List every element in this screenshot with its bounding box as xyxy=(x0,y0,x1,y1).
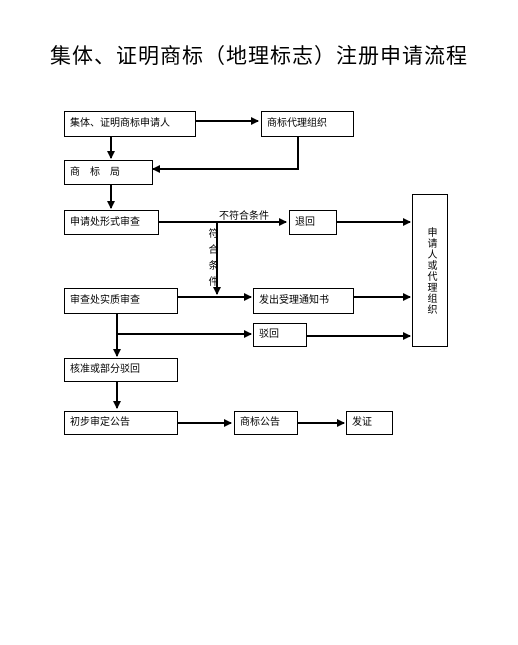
node-return: 退回 xyxy=(289,210,337,235)
node-certificate: 发证 xyxy=(346,411,393,435)
node-preliminary-announcement-label: 初步审定公告 xyxy=(70,417,130,428)
node-certificate-label: 发证 xyxy=(352,417,372,428)
node-substantive-exam: 审查处实质审查 xyxy=(64,288,178,314)
node-applicant-label: 集体、证明商标申请人 xyxy=(70,118,170,129)
page-title: 集体、证明商标（地理标志）注册申请流程 xyxy=(50,44,468,68)
node-formal-exam-label: 申请处形式审查 xyxy=(70,216,140,228)
node-rejection: 驳回 xyxy=(253,323,307,347)
node-trademark-office: 商 标 局 xyxy=(64,160,153,185)
node-agency: 商标代理组织 xyxy=(261,111,354,137)
node-acceptance-notice: 发出受理通知书 xyxy=(253,288,354,314)
node-substantive-exam-label: 审查处实质审查 xyxy=(70,295,140,306)
arrow-agency-to-office xyxy=(152,137,299,173)
node-trademark-office-label: 商 标 局 xyxy=(70,166,120,178)
node-return-label: 退回 xyxy=(295,216,315,228)
arrow-substantive-to-rejection xyxy=(116,314,252,338)
node-applicant-or-agency-label: 申请人或代理组织 xyxy=(425,226,436,315)
node-trademark-announcement: 商标公告 xyxy=(234,411,298,435)
edge-label-not-compliant: 不符合条件 xyxy=(219,211,269,222)
node-applicant-or-agency: 申请人或代理组织 xyxy=(412,194,448,347)
edge-label-compliant: 符合条件 xyxy=(206,228,217,292)
node-applicant: 集体、证明商标申请人 xyxy=(64,111,196,137)
node-formal-exam: 申请处形式审查 xyxy=(64,210,159,235)
node-preliminary-announcement: 初步审定公告 xyxy=(64,411,178,435)
node-agency-label: 商标代理组织 xyxy=(267,118,327,129)
node-rejection-label: 驳回 xyxy=(259,329,279,340)
node-trademark-announcement-label: 商标公告 xyxy=(240,417,280,428)
node-approve-or-partial-reject: 核准或部分驳回 xyxy=(64,358,178,382)
node-acceptance-notice-label: 发出受理通知书 xyxy=(259,295,329,306)
node-approve-or-partial-reject-label: 核准或部分驳回 xyxy=(70,364,140,375)
